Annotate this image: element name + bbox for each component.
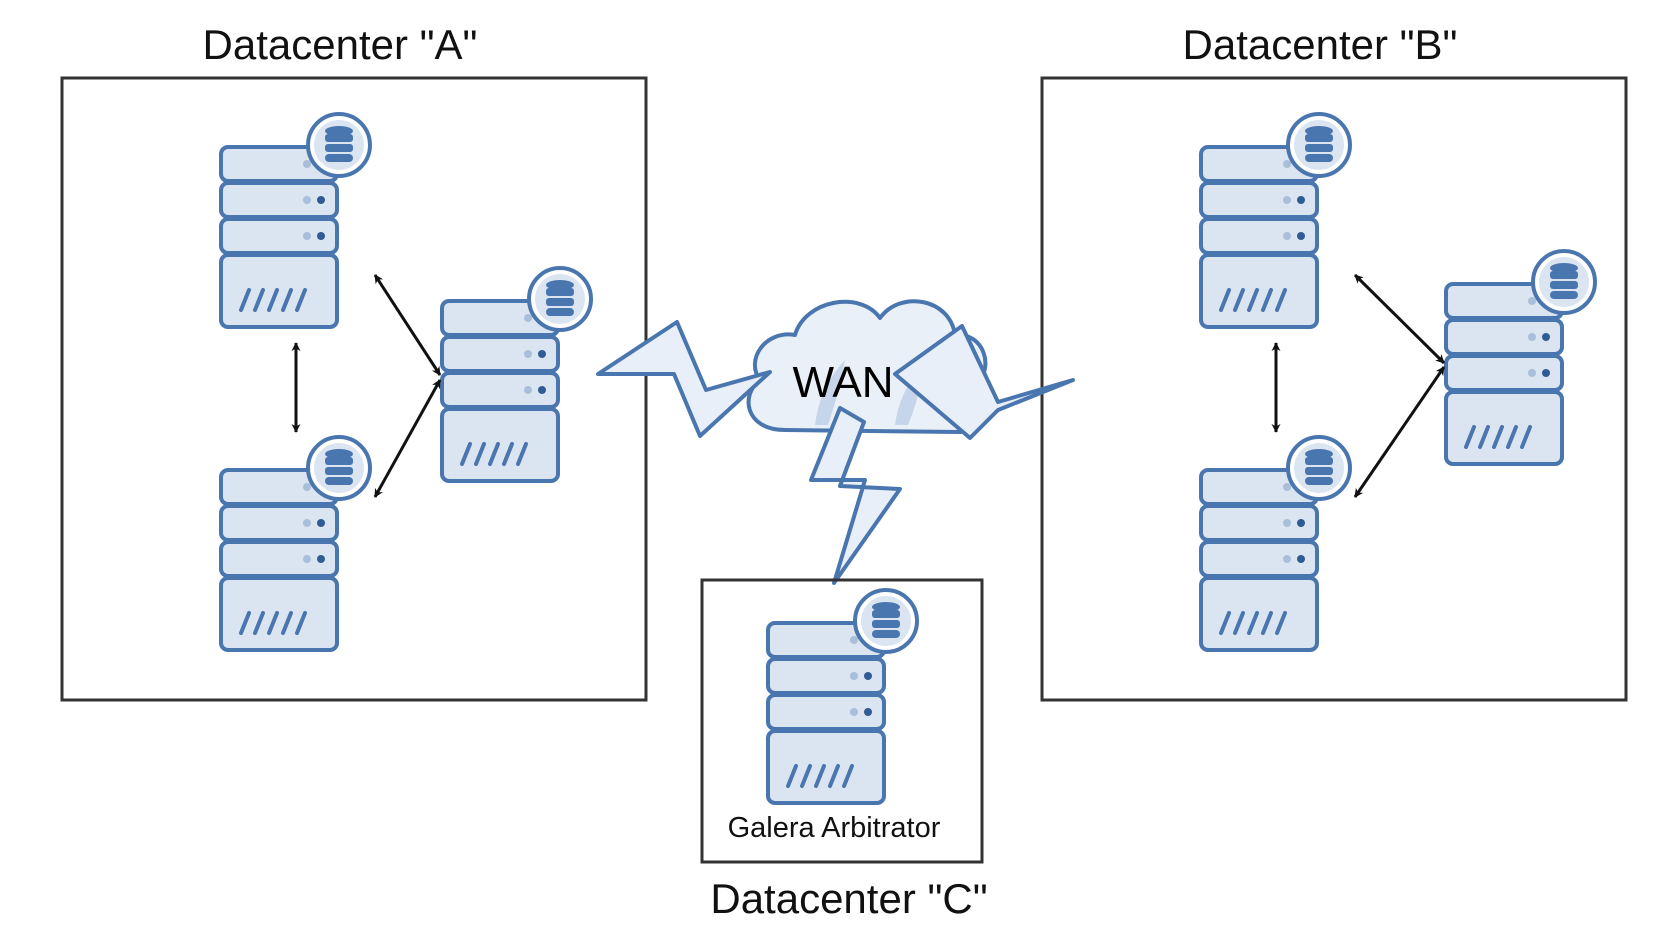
datacenter-c-title: Datacenter "C": [710, 875, 987, 922]
arbitrator-label: Galera Arbitrator: [728, 812, 941, 844]
datacenter-b: Datacenter "B": [1040, 21, 1628, 702]
cloud-highlight: [815, 360, 845, 425]
datacenter-a-title: Datacenter "A": [203, 21, 478, 68]
server-icon: [219, 112, 372, 329]
wan-label: WAN: [792, 358, 893, 407]
server-icon: [440, 266, 593, 483]
datacenter-b-title: Datacenter "B": [1183, 21, 1458, 68]
replication-arrow: [1353, 273, 1446, 365]
lightning-bolt-icon: [596, 320, 772, 438]
datacenter-c: Galera Arbitrator Datacenter "C": [700, 578, 988, 922]
lightning-bolt-icon: [809, 406, 902, 585]
server-icon: [1444, 249, 1597, 466]
replication-arrow: [373, 379, 442, 498]
lightning-bolt-icon: [893, 324, 1075, 440]
replication-arrow: [1353, 366, 1446, 498]
datacenter-c-box: [700, 578, 984, 864]
server-icon: [219, 435, 372, 652]
datacenter-a: Datacenter "A": [60, 21, 648, 702]
replication-arrow: [373, 274, 442, 376]
server-icon: [766, 588, 919, 805]
server-icon: [1199, 435, 1352, 652]
server-icon: [1199, 112, 1352, 329]
datacenter-a-box: [60, 76, 648, 702]
